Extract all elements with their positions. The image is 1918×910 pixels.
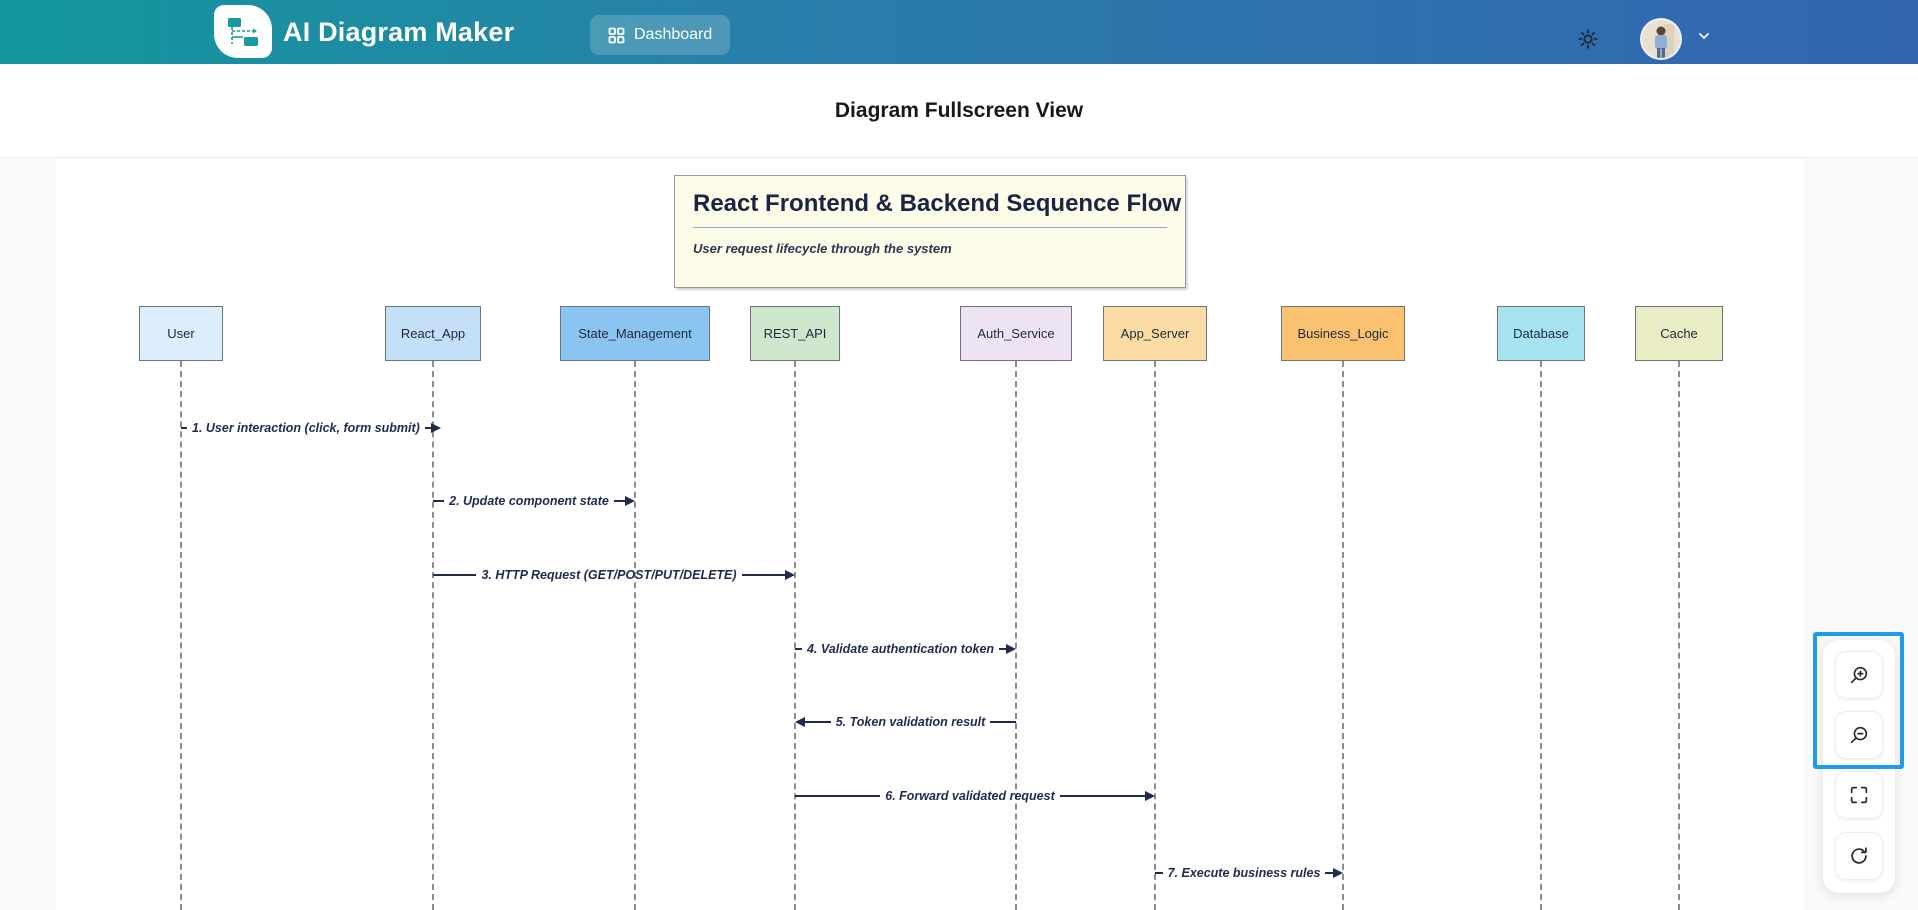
lifeline-cache [1678, 361, 1680, 910]
arrowhead-right-icon [1145, 791, 1155, 801]
dashboard-button[interactable]: Dashboard [590, 15, 731, 55]
lifeline-rest-api [794, 361, 796, 910]
lifeline-state-management [634, 361, 636, 910]
lifeline-database [1540, 361, 1542, 910]
lifeline-business-logic [1342, 361, 1344, 910]
sun-icon [1577, 28, 1599, 50]
fullscreen-icon [1848, 784, 1870, 806]
app-logo[interactable] [214, 5, 272, 58]
user-menu-chevron-button[interactable] [1692, 24, 1716, 48]
lifeline-auth-service [1015, 361, 1017, 910]
theme-toggle-button[interactable] [1572, 23, 1604, 55]
arrowhead-left-icon [795, 717, 805, 727]
message-4-label: 4. Validate authentication token [806, 642, 995, 656]
arrowhead-right-icon [625, 496, 635, 506]
lifeline-app-server [1154, 361, 1156, 910]
diagram-subtitle: User request lifecycle through the syste… [693, 241, 952, 256]
message-2: 2. Update component state [433, 491, 635, 511]
zoom-out-button[interactable] [1835, 711, 1883, 759]
actor-business-logic: Business_Logic [1281, 306, 1405, 361]
actor-app-server: App_Server [1103, 306, 1207, 361]
message-2-label: 2. Update component state [449, 494, 609, 508]
viewer-header: Diagram Fullscreen View [0, 64, 1918, 183]
user-avatar[interactable] [1640, 18, 1682, 60]
grid-icon [608, 27, 625, 44]
actor-cache: Cache [1635, 306, 1723, 361]
app-title: AI Diagram Maker [283, 16, 515, 47]
message-7: 7. Execute business rules [1155, 863, 1344, 883]
arrowhead-right-icon [430, 423, 441, 433]
message-7-label: 7. Execute business rules [1167, 866, 1321, 880]
arrowhead-right-icon [1006, 644, 1017, 654]
logo-diagram-icon [223, 14, 263, 50]
zoom-in-button[interactable] [1835, 651, 1883, 699]
reset-icon [1848, 845, 1870, 867]
message-5-label: 5. Token validation result [835, 715, 986, 729]
title-divider [693, 227, 1167, 228]
diagram-canvas[interactable]: React Frontend & Backend Sequence Flow U… [56, 158, 1804, 910]
message-6: 6. Forward validated request [795, 786, 1155, 806]
zoom-out-icon [1848, 724, 1870, 746]
zoom-controls-panel [1823, 640, 1895, 893]
actor-state-management: State_Management [560, 306, 710, 361]
zoom-in-icon [1848, 664, 1870, 686]
chevron-down-icon [1696, 28, 1712, 44]
message-3-label: 3. HTTP Request (GET/POST/PUT/DELETE) [481, 568, 737, 582]
actor-auth-service: Auth_Service [960, 306, 1072, 361]
dashboard-button-label: Dashboard [634, 26, 713, 43]
message-4: 4. Validate authentication token [795, 639, 1017, 659]
message-5: 5. Token validation result [795, 712, 1017, 732]
navbar: AI Diagram Maker Dashboard [0, 0, 1918, 64]
arrowhead-right-icon [785, 570, 795, 580]
message-6-label: 6. Forward validated request [885, 789, 1055, 803]
actor-database: Database [1497, 306, 1585, 361]
fullscreen-button[interactable] [1835, 771, 1883, 819]
arrowhead-right-icon [1333, 868, 1344, 878]
message-1: 1. User interaction (click, form submit) [181, 418, 441, 438]
actor-user: User [139, 306, 223, 361]
message-3: 3. HTTP Request (GET/POST/PUT/DELETE) [433, 565, 795, 585]
message-1-label: 1. User interaction (click, form submit) [192, 421, 420, 435]
actor-react-app: React_App [385, 306, 481, 361]
reset-view-button[interactable] [1835, 832, 1883, 880]
actor-rest-api: REST_API [750, 306, 840, 361]
lifeline-user [180, 361, 182, 910]
page-title: Diagram Fullscreen View [834, 99, 1084, 122]
lifeline-react-app [432, 361, 434, 910]
diagram-title: React Frontend & Backend Sequence Flow [693, 190, 1182, 217]
diagram-title-box: React Frontend & Backend Sequence Flow U… [674, 175, 1186, 288]
main-area: React Frontend & Backend Sequence Flow U… [0, 158, 1918, 910]
